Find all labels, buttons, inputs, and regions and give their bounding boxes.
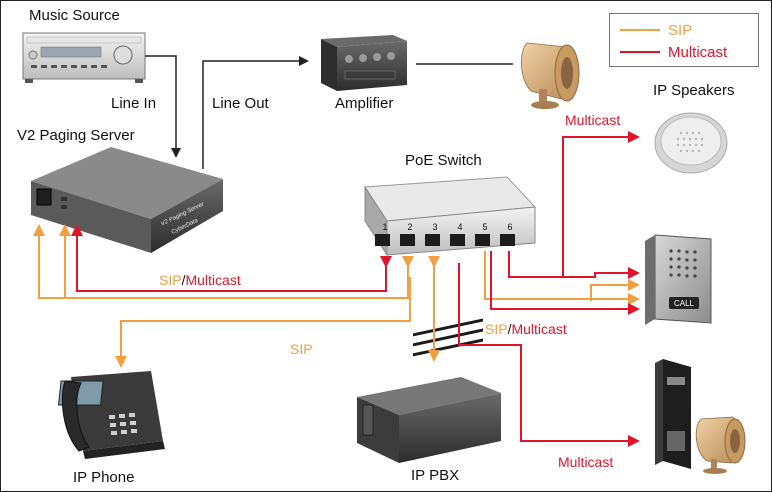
ip-phone-label: IP Phone (73, 469, 135, 486)
edge-label-sip-multicast-left: SIP/Multicast (159, 272, 241, 288)
edge-label-sip-phone: SIP (290, 341, 313, 357)
audio-connections (145, 55, 513, 169)
line-in-label: Line In (111, 95, 157, 112)
multicast-link-callbox-port5 (490, 251, 640, 315)
switch-port-5-label: 5 (482, 222, 487, 232)
edge-label-sip-part-right: SIP (485, 321, 508, 337)
switch-port-1-label: 1 (382, 222, 387, 232)
legend-row-multicast: Multicast (620, 43, 727, 61)
edge-label-sip-part: SIP (159, 272, 182, 288)
ip-pbx-device-icon (357, 318, 501, 463)
multicast-link-server-port1 (71, 224, 392, 292)
switch-port-4-label: 4 (457, 222, 462, 232)
edge-label-multicast-speakers: Multicast (565, 112, 621, 128)
sip-link-phone (115, 277, 411, 368)
multicast-connections (71, 131, 640, 447)
switch-port-2-label: 2 (407, 222, 412, 232)
sip-connections (33, 224, 640, 368)
legend: SIP Multicast (609, 13, 759, 67)
edge-label-slash: / (181, 272, 186, 288)
paging-server-device-icon: V2 Paging Server CyberData (31, 147, 223, 253)
edge-label-multicast-part-right: Multicast (511, 321, 567, 337)
ip-speakers-label: IP Speakers (653, 82, 735, 99)
ip-phone-device-icon (57, 371, 165, 459)
music-source-label: Music Source (29, 7, 120, 24)
amplifier-label: Amplifier (335, 95, 394, 112)
call-button-icon (669, 297, 699, 309)
edge-label-slash-right: / (507, 321, 512, 337)
multicast-link-callbox (563, 267, 640, 279)
line-out-connector (202, 56, 309, 169)
multicast-link-speaker-box (458, 263, 640, 447)
line-in-connector (145, 55, 181, 158)
edge-label-multicast-part: Multicast (185, 272, 241, 288)
legend-swatch-sip (620, 29, 660, 31)
paging-server-label: V2 Paging Server (17, 127, 135, 144)
switch-port-3-label: 3 (432, 222, 437, 232)
legend-label-sip: SIP (668, 21, 693, 39)
call-button-text: CALL (674, 299, 695, 308)
sip-link-callbox-port5 (484, 251, 640, 305)
sip-link-server-port2 (33, 224, 414, 299)
poe-switch-device-icon: 1 2 3 4 5 6 (364, 176, 537, 257)
line-out-label: Line Out (212, 95, 269, 112)
horn-speaker-icon (521, 42, 580, 109)
speaker-amplifier-box-icon (655, 359, 746, 474)
switch-port-6-label: 6 (507, 222, 512, 232)
ip-ceiling-speaker-icon (654, 112, 728, 174)
edge-label-multicast-speaker-box: Multicast (558, 454, 614, 470)
poe-switch-label: PoE Switch (405, 152, 482, 169)
edge-label-sip-multicast-right: SIP/Multicast (485, 321, 567, 337)
call-box-intercom-icon: CALL (645, 234, 712, 325)
music-source-device-icon (22, 32, 146, 83)
legend-swatch-multicast (620, 51, 660, 53)
legend-row-sip: SIP (620, 21, 692, 39)
sip-link-callbox-secondary (590, 279, 640, 301)
amplifier-device-icon (321, 35, 407, 91)
ip-pbx-label: IP PBX (411, 467, 460, 484)
legend-label-multicast: Multicast (668, 43, 728, 61)
